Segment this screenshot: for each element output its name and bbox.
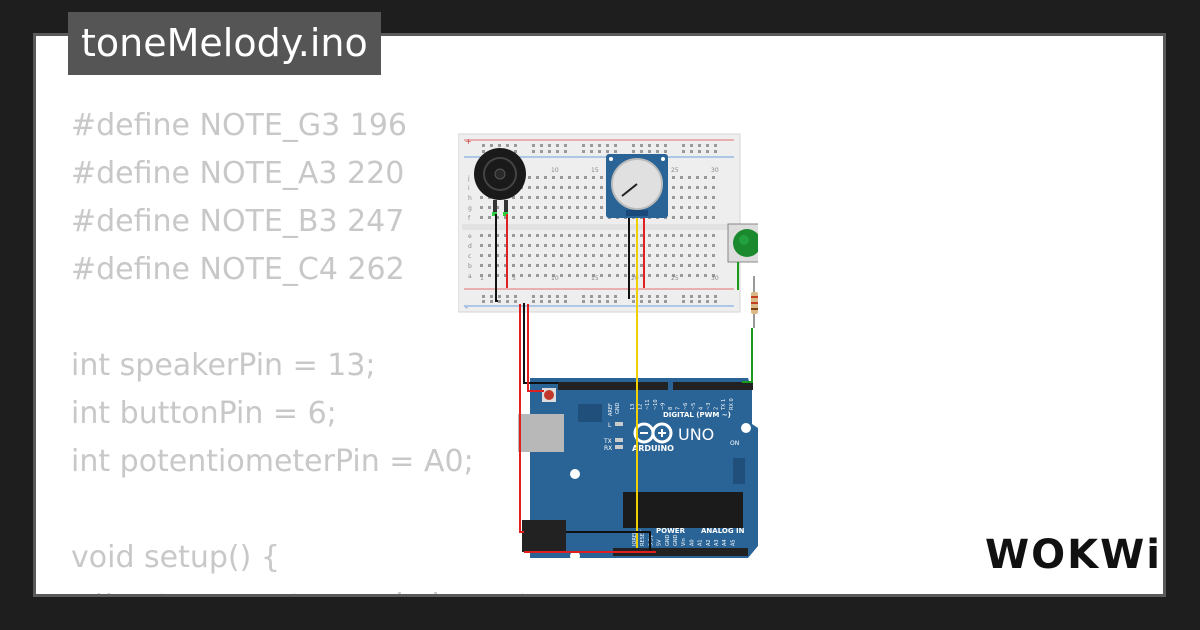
row-letter-g: g <box>468 205 472 212</box>
arduino-logo-text: ARDUINO <box>632 444 674 453</box>
aref-label: AREF <box>608 403 614 416</box>
wires <box>495 214 753 553</box>
arduino-model: UNO <box>678 425 714 444</box>
on-label: ON <box>730 440 739 447</box>
row-letter-a: a <box>468 273 472 280</box>
wokwi-logo: WOKWi <box>985 532 1157 578</box>
code-line: // put your setup code here, to run once… <box>71 582 700 594</box>
pushbutton-icon <box>727 223 758 263</box>
power-pin-label: A2 <box>706 539 712 546</box>
power-pin-label: 3.3V <box>648 534 654 546</box>
wire-buzzer-sig <box>527 304 544 392</box>
circuit-diagram: 1 5 10 15 20 25 30 1 5 10 15 20 25 30 j … <box>458 133 758 561</box>
l-label: L <box>608 422 612 429</box>
title-badge: toneMelody.ino <box>68 12 381 75</box>
row-letter-f: f <box>468 215 471 222</box>
row-letter-e: e <box>468 233 472 240</box>
resistor-icon <box>751 276 758 328</box>
digital-pin-label: 8 <box>668 407 674 410</box>
col-num-bot-20: 20 <box>631 275 639 282</box>
digital-pin-label: 13 <box>630 404 636 410</box>
power-pin-label: GND <box>673 534 679 546</box>
row-letter-j: j <box>467 175 470 182</box>
col-num-bot-25: 25 <box>671 275 679 282</box>
power-pin-label: IOREF <box>632 531 638 546</box>
digital-pin-label: TX 1 <box>721 399 727 411</box>
power-label: POWER <box>656 527 686 535</box>
power-pin-label: A3 <box>714 539 720 546</box>
code-line: #define NOTE_B3 247 <box>71 204 405 239</box>
col-num-top-15: 15 <box>591 167 599 174</box>
power-pin-label: Vin <box>681 538 687 546</box>
col-num-bot-15: 15 <box>591 275 599 282</box>
wire-gnd-power <box>566 531 651 552</box>
power-pin-label: A1 <box>698 539 704 546</box>
digital-pin-label: ~10 <box>653 399 659 410</box>
digital-pin-label: ~9 <box>660 403 666 410</box>
code-line: #define NOTE_C4 262 <box>71 252 405 287</box>
rail-minus-bottom: - <box>465 303 468 312</box>
digital-pin-label: 2 <box>714 407 720 410</box>
row-letter-c: c <box>468 253 471 260</box>
power-pin-label: GND <box>665 534 671 546</box>
digital-pin-label: ~6 <box>683 403 689 410</box>
row-letter-i: i <box>468 185 470 192</box>
code-line: int speakerPin = 13; <box>71 348 376 383</box>
col-num-bot-1: 1 <box>480 275 484 282</box>
code-line: int potentiometerPin = A0; <box>71 444 474 479</box>
arduino-logo-icon <box>633 422 673 444</box>
code-preview: #define NOTE_G3 196 #define NOTE_A3 220 #d… <box>71 102 700 594</box>
tx-label: TX <box>603 438 612 445</box>
col-num-bot-10: 10 <box>551 275 559 282</box>
preview-card: #define NOTE_G3 196 #define NOTE_A3 220 #d… <box>33 33 1166 597</box>
code-line: int buttonPin = 6; <box>71 396 337 431</box>
digital-pin-label: 12 <box>638 404 644 410</box>
wire-rail-5v <box>519 304 524 533</box>
digital-pin-label: 4 <box>698 407 704 410</box>
col-num-top-30: 30 <box>711 167 719 174</box>
digital-pin-label: ~11 <box>645 399 651 410</box>
rx-label: RX <box>604 445 612 452</box>
power-pin-label: 5V <box>657 539 663 546</box>
power-pin-label: A5 <box>730 539 736 546</box>
code-line: void setup() { <box>71 540 280 575</box>
arduino-board: UNO ARDUINO DIGITAL (PWM ~) POWER ANALOG… <box>518 378 758 561</box>
digital-pin-label: ~5 <box>691 403 697 410</box>
digital-label: DIGITAL (PWM ~) <box>663 411 731 419</box>
digital-pin-label: RX 0 <box>729 398 735 410</box>
power-pin-label: A4 <box>722 539 728 546</box>
row-letter-h: h <box>468 195 472 202</box>
wire-rail-gnd <box>523 303 558 384</box>
analog-label: ANALOG IN <box>701 527 745 535</box>
col-num-bot-5: 5 <box>512 275 516 282</box>
row-letter-d: d <box>468 243 472 250</box>
buzzer-icon <box>474 148 526 216</box>
power-pin-label: A0 <box>689 539 695 546</box>
code-line: #define NOTE_G3 196 <box>71 108 408 143</box>
gnd-label: GND <box>615 402 621 414</box>
col-num-top-10: 10 <box>551 167 559 174</box>
col-num-bot-30: 30 <box>711 275 719 282</box>
brand-text: WOKWi <box>985 532 1157 578</box>
col-num-top-25: 25 <box>671 167 679 174</box>
code-line: #define NOTE_A3 220 <box>71 156 405 191</box>
digital-pin-label: 7 <box>676 407 682 410</box>
rail-plus-top: + <box>465 137 472 146</box>
wire-button-out <box>742 328 753 383</box>
potentiometer-icon <box>606 154 668 218</box>
row-letter-b: b <box>468 263 472 270</box>
power-pin-label: RESET <box>640 529 646 546</box>
wire-buzzer-neg <box>495 214 498 302</box>
digital-pin-label: ~3 <box>706 403 712 410</box>
